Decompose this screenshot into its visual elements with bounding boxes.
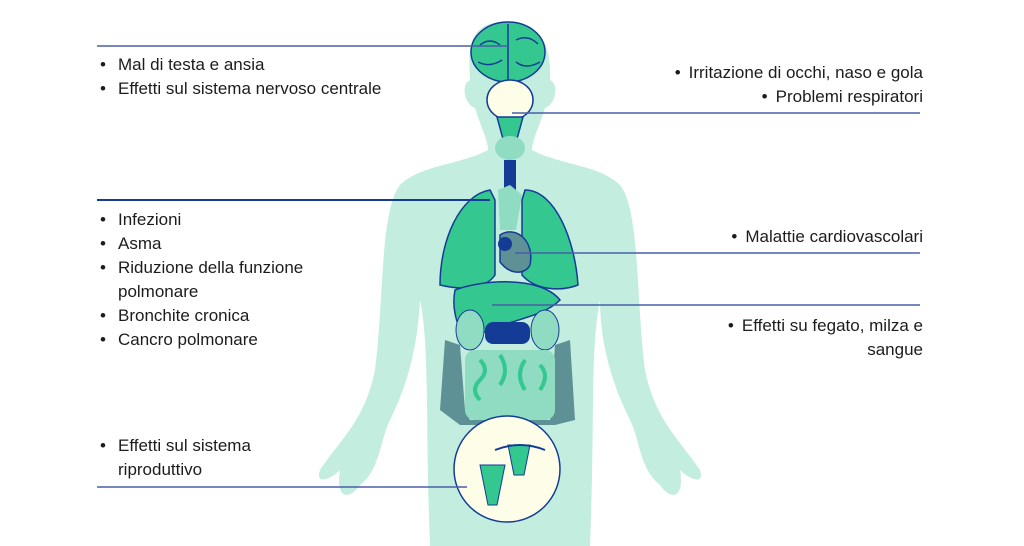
large-intestine: [440, 340, 575, 425]
list-item: Problemi respiratori: [675, 85, 923, 109]
left-kidney: [455, 309, 485, 351]
list-item: Malattie cardiovascolari: [731, 225, 923, 249]
list-item: Infezioni: [98, 208, 348, 232]
list-item: Irritazione di occhi, naso e gola: [675, 61, 923, 85]
heart-effects-list: Malattie cardiovascolari: [731, 225, 923, 249]
lung-effects-list: Infezioni Asma Riduzione della funzione …: [98, 208, 348, 352]
small-intestine: [465, 350, 555, 420]
list-item: Asma: [98, 232, 348, 256]
trachea: [504, 160, 516, 190]
male-organ: [479, 464, 506, 506]
list-item: Effetti su fegato, milza e sangue: [693, 314, 923, 362]
pancreas: [485, 322, 530, 344]
brain-effects-list: Mal di testa e ansia Effetti sul sistema…: [98, 53, 381, 101]
list-item: Cancro polmonare: [98, 328, 348, 352]
list-item: Bronchite cronica: [98, 304, 348, 328]
left-lung: [439, 189, 496, 289]
connector-lines: [97, 45, 920, 488]
reproductive-effects-list: Effetti sul sistema riproduttivo: [98, 434, 298, 482]
airway-effects-list: Irritazione di occhi, naso e gola Proble…: [675, 61, 923, 109]
nasal-cavity: [486, 79, 534, 121]
thyroid: [495, 136, 525, 160]
list-item: Riduzione della funzione polmonare: [98, 256, 348, 304]
right-lung: [521, 189, 579, 290]
right-kidney: [530, 309, 560, 351]
list-item: Mal di testa e ansia: [98, 53, 381, 77]
list-item: Effetti sul sistema nervoso centrale: [98, 77, 381, 101]
list-item: Effetti sul sistema riproduttivo: [98, 434, 298, 482]
reproductive-inset: [453, 415, 561, 523]
liver-effects-list: Effetti su fegato, milza e sangue: [693, 314, 923, 362]
